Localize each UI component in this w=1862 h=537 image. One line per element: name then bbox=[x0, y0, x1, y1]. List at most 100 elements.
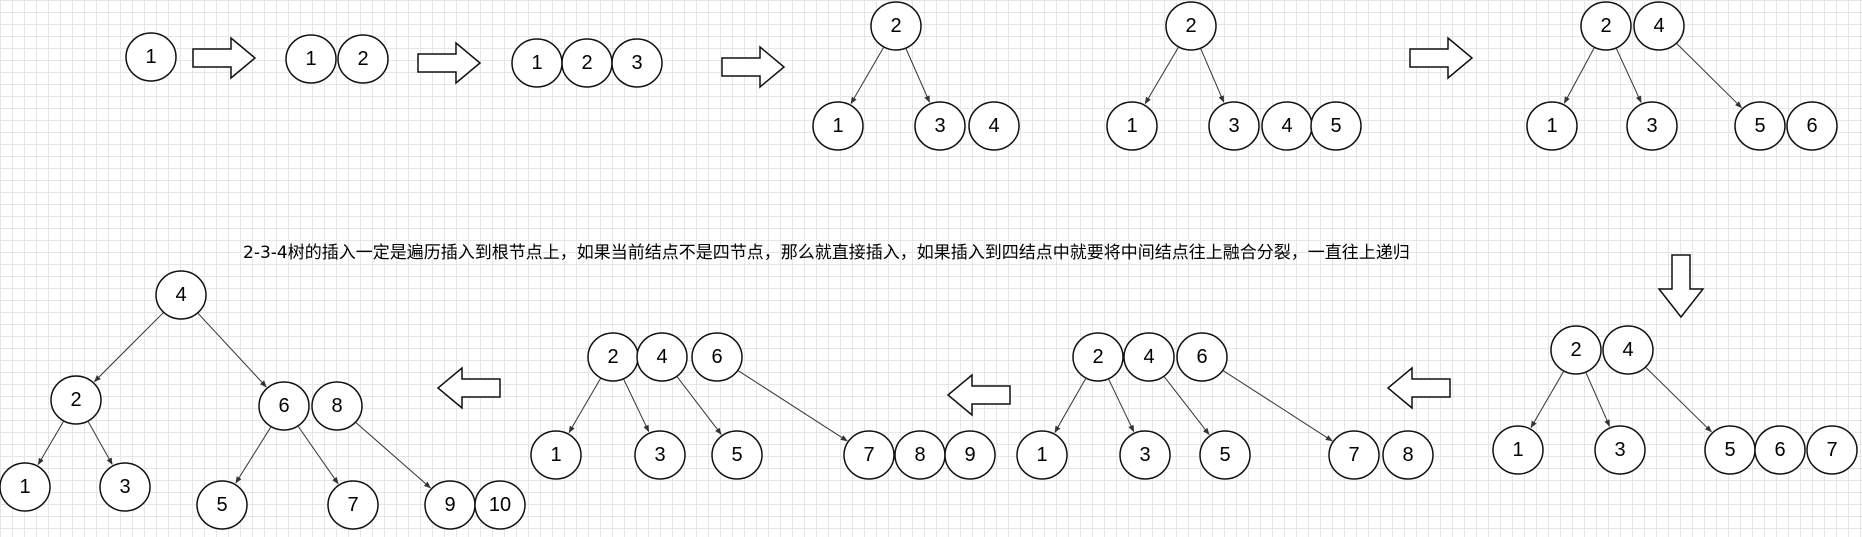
node-s3_a: 1 bbox=[511, 38, 563, 88]
node-s8_root3: 6 bbox=[1176, 332, 1228, 382]
node-s6_root2: 4 bbox=[1633, 1, 1685, 51]
node-circle bbox=[474, 480, 526, 530]
node-s3_c: 3 bbox=[611, 38, 663, 88]
node-label: 1 bbox=[1512, 439, 1523, 461]
node-s9_c1: 1 bbox=[530, 430, 582, 480]
node-circle bbox=[1176, 332, 1228, 382]
edge-s9_root3-s9_c4a bbox=[737, 370, 848, 442]
node-s10_rr1: 9 bbox=[424, 480, 476, 530]
node-circle bbox=[914, 101, 966, 151]
edge-s9_root2-s9_c3 bbox=[676, 376, 722, 435]
node-s9_root3: 6 bbox=[691, 332, 743, 382]
arrow-down-icon bbox=[1657, 254, 1705, 319]
arrow-left-icon bbox=[1386, 366, 1451, 410]
node-circle bbox=[1119, 430, 1171, 480]
node-label: 1 bbox=[832, 115, 843, 137]
node-label: 3 bbox=[1139, 444, 1150, 466]
node-s9_c3: 5 bbox=[711, 430, 763, 480]
node-label: 6 bbox=[278, 395, 289, 417]
node-s10_rr2: 10 bbox=[474, 480, 526, 530]
node-circle bbox=[1626, 101, 1678, 151]
node-circle bbox=[258, 381, 310, 431]
edge-s7_root1-s7_m bbox=[1585, 372, 1610, 427]
arrow-left-icon bbox=[436, 366, 501, 410]
node-circle bbox=[1072, 332, 1124, 382]
node-s9_root2: 4 bbox=[636, 332, 688, 382]
node-label: 5 bbox=[731, 444, 742, 466]
node-label: 4 bbox=[656, 346, 667, 368]
node-s6_l: 1 bbox=[1526, 101, 1578, 151]
edge-s10_root-s10_l bbox=[93, 312, 164, 383]
node-circle bbox=[0, 462, 51, 512]
node-label: 6 bbox=[1196, 346, 1207, 368]
node-label: 8 bbox=[914, 444, 925, 466]
node-s8_c1: 1 bbox=[1016, 430, 1068, 480]
node-circle bbox=[1106, 101, 1158, 151]
node-s3_b: 2 bbox=[561, 38, 613, 88]
node-circle bbox=[99, 462, 151, 512]
node-s6_r1: 5 bbox=[1734, 101, 1786, 151]
node-s7_root1: 2 bbox=[1550, 325, 1602, 375]
node-s10_r2: 8 bbox=[311, 381, 363, 431]
node-label: 1 bbox=[531, 52, 542, 74]
edge-s8_root2-s8_c3 bbox=[1163, 376, 1210, 436]
node-s7_m: 3 bbox=[1594, 425, 1646, 475]
node-circle bbox=[843, 430, 895, 480]
node-circle bbox=[327, 480, 379, 530]
node-circle bbox=[196, 480, 248, 530]
node-label: 2 bbox=[357, 48, 368, 70]
node-label: 4 bbox=[988, 115, 999, 137]
node-label: 2 bbox=[70, 389, 81, 411]
node-label: 10 bbox=[489, 494, 511, 516]
node-label: 1 bbox=[305, 48, 316, 70]
edge-s10_root-s10_r1 bbox=[197, 312, 267, 388]
node-label: 3 bbox=[631, 52, 642, 74]
node-circle bbox=[968, 101, 1020, 151]
node-circle bbox=[155, 270, 207, 320]
node-circle bbox=[1633, 1, 1685, 51]
node-circle bbox=[125, 32, 177, 82]
node-s7_r2: 6 bbox=[1754, 425, 1806, 475]
node-label: 3 bbox=[654, 444, 665, 466]
node-label: 7 bbox=[1826, 439, 1837, 461]
edge-s4_root-s4_r1 bbox=[905, 48, 930, 103]
node-circle bbox=[611, 38, 663, 88]
node-s10_ll: 1 bbox=[0, 462, 51, 512]
node-label: 7 bbox=[347, 494, 358, 516]
node-s9_root1: 2 bbox=[587, 332, 639, 382]
node-s5_root: 2 bbox=[1165, 1, 1217, 51]
node-s10_rl: 5 bbox=[196, 480, 248, 530]
edge-s5_root-s5_r1 bbox=[1200, 48, 1225, 103]
node-s8_root2: 4 bbox=[1123, 332, 1175, 382]
node-label: 3 bbox=[119, 476, 130, 498]
node-s10_rm: 7 bbox=[327, 480, 379, 530]
arrow-right-icon bbox=[417, 41, 482, 85]
node-label: 8 bbox=[331, 395, 342, 417]
node-s9_c4c: 9 bbox=[944, 430, 996, 480]
edge-s10_r1-s10_rl bbox=[235, 426, 272, 484]
node-s8_c2: 3 bbox=[1119, 430, 1171, 480]
edge-s8_root3-s8_c4a bbox=[1222, 370, 1333, 442]
node-circle bbox=[50, 375, 102, 425]
edge-s4_root-s4_l bbox=[850, 47, 884, 105]
node-s8_root1: 2 bbox=[1072, 332, 1124, 382]
node-label: 2 bbox=[1600, 15, 1611, 37]
edge-s10_l-s10_lr bbox=[87, 421, 113, 465]
node-s6_root1: 2 bbox=[1580, 1, 1632, 51]
node-label: 2 bbox=[1185, 15, 1196, 37]
node-circle bbox=[1123, 332, 1175, 382]
node-circle bbox=[944, 430, 996, 480]
node-circle bbox=[634, 430, 686, 480]
node-circle bbox=[1734, 101, 1786, 151]
node-circle bbox=[1310, 101, 1362, 151]
node-s8_c3: 5 bbox=[1199, 430, 1251, 480]
node-s9_c4b: 8 bbox=[894, 430, 946, 480]
node-circle bbox=[285, 34, 337, 84]
node-circle bbox=[1786, 101, 1838, 151]
node-s5_l: 1 bbox=[1106, 101, 1158, 151]
node-s4_r1: 3 bbox=[914, 101, 966, 151]
node-s4_r2: 4 bbox=[968, 101, 1020, 151]
node-circle bbox=[311, 381, 363, 431]
